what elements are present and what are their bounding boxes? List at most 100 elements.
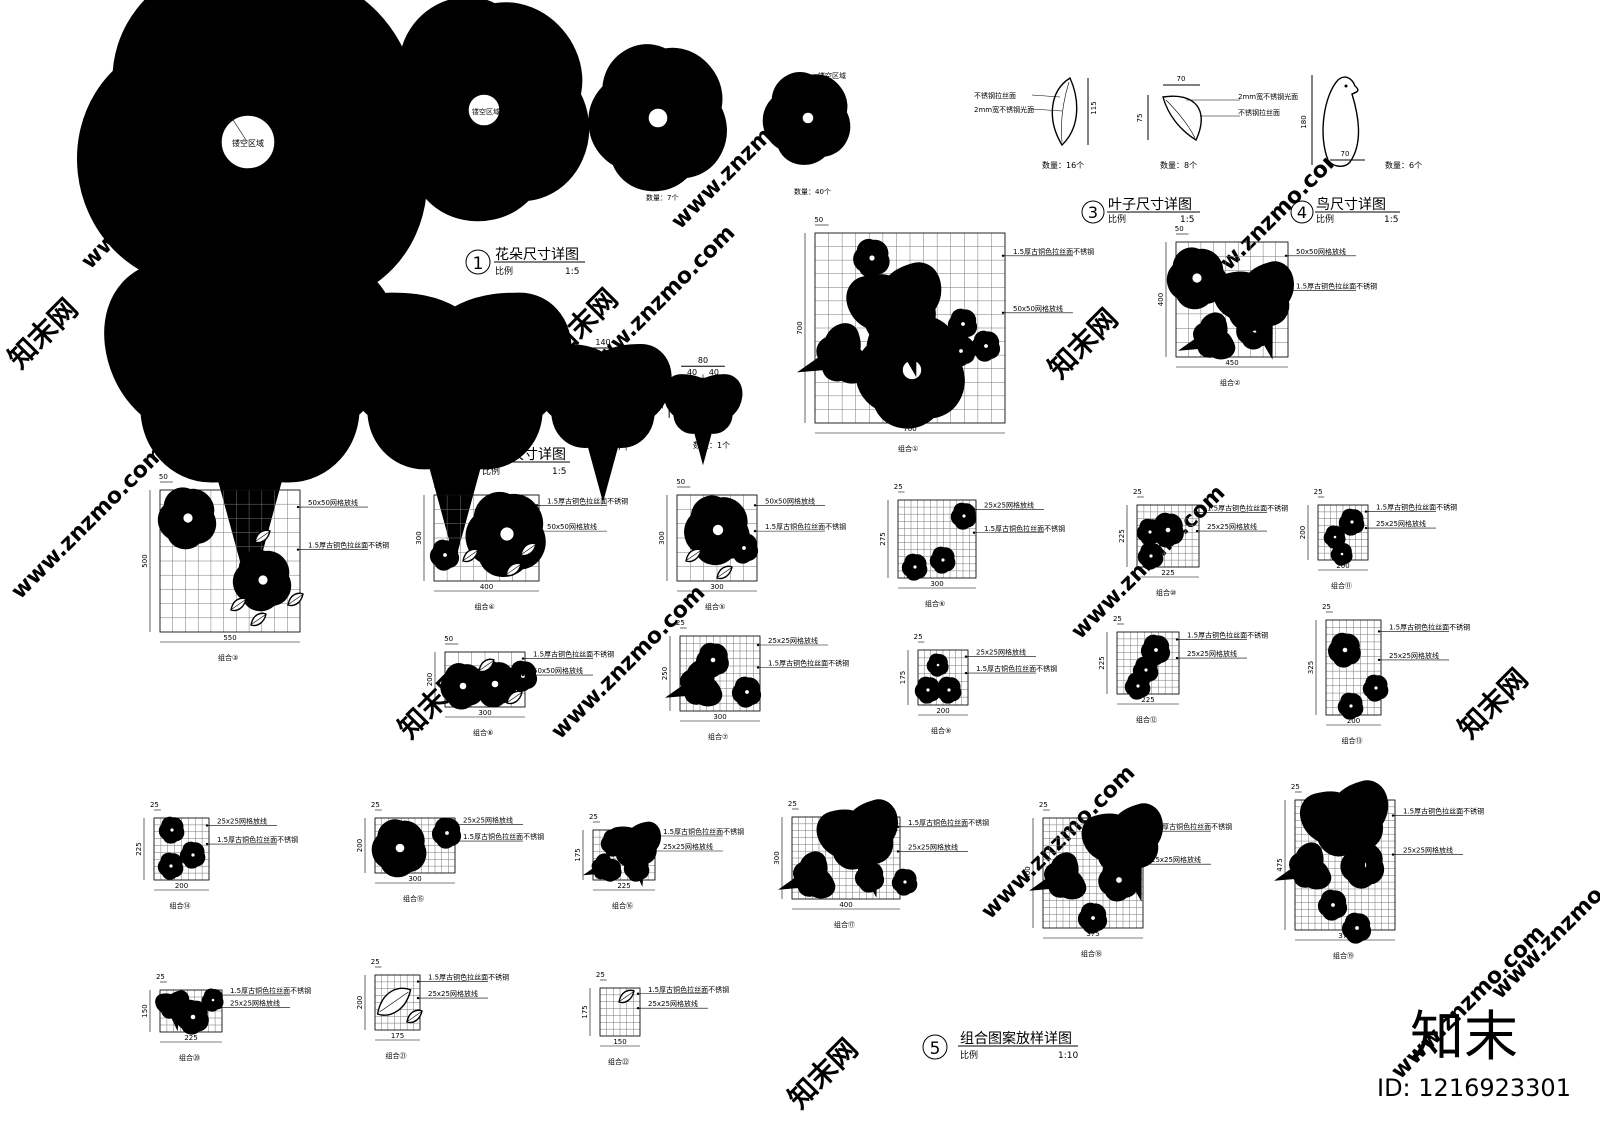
svg-text:1: 1 bbox=[473, 254, 484, 274]
grid-cell-dim: 50 bbox=[444, 635, 453, 643]
bird-qty: 数量：6个 bbox=[1385, 160, 1422, 170]
butterfly-half-dim: 70 bbox=[617, 350, 627, 359]
grid-cell-dim: 25 bbox=[371, 958, 380, 966]
butterfly-half-dim: 40 bbox=[687, 368, 697, 377]
cutout-label: 镂空区域 bbox=[472, 107, 500, 116]
grid-note: 25x25网格放线 bbox=[1376, 519, 1426, 528]
svg-text:1:5: 1:5 bbox=[565, 267, 579, 277]
grid-cell-dim: 50 bbox=[433, 478, 442, 486]
leaf-qty: 数量：8个 bbox=[1160, 160, 1197, 170]
combo-label: 组合⑳ bbox=[179, 1053, 200, 1062]
combo-label: 组合① bbox=[898, 444, 918, 453]
material-note: 25x25网格放线 bbox=[217, 816, 267, 825]
detail-title: 花朵尺寸详图 bbox=[495, 247, 579, 263]
material-note: 25x25网格放线 bbox=[463, 816, 513, 825]
flower-width-dim: 320 bbox=[247, 29, 262, 38]
combo-width-dim: 225 bbox=[617, 882, 630, 890]
combo-width-dim: 200 bbox=[175, 882, 188, 890]
svg-text:不锈钢拉丝面: 不锈钢拉丝面 bbox=[1238, 108, 1280, 117]
svg-text:1:5: 1:5 bbox=[1384, 215, 1398, 225]
combo-width-dim: 300 bbox=[930, 580, 943, 588]
grid-note: 25x25网格放线 bbox=[1187, 649, 1237, 658]
butterfly-motif bbox=[816, 799, 898, 898]
material-note: 1.5厚古铜色拉丝面不锈钢 bbox=[547, 496, 628, 505]
svg-text:2: 2 bbox=[461, 455, 472, 475]
combo-width-dim: 150 bbox=[613, 1038, 626, 1046]
butterfly-qty: 数量：6个 bbox=[445, 444, 482, 454]
combo-height-dim: 500 bbox=[141, 554, 149, 567]
combo-width-dim: 550 bbox=[223, 634, 236, 642]
grid-cell-dim: 25 bbox=[1133, 488, 1142, 496]
material-note: 25x25网格放线 bbox=[976, 648, 1026, 657]
leaf-shape bbox=[1051, 76, 1078, 147]
cutout-label: 镂空区域 bbox=[667, 63, 695, 72]
butterfly-motif bbox=[606, 821, 662, 887]
combo-width-dim: 450 bbox=[1225, 359, 1238, 367]
combo-height-dim: 325 bbox=[1307, 661, 1315, 674]
material-note: 1.5厚古铜色拉丝面不锈钢 bbox=[1151, 822, 1232, 831]
grid-note: 50x50网格放线 bbox=[1013, 304, 1063, 313]
cutout-label: 镂空区域 bbox=[232, 138, 264, 148]
svg-text:www.znzmo.com: www.znzmo.com bbox=[547, 580, 711, 744]
grid-note: 25x25网格放线 bbox=[1403, 846, 1453, 855]
grid-cell-dim: 25 bbox=[1113, 615, 1122, 623]
butterfly-shape bbox=[104, 261, 396, 598]
flower-qty: 数量：7个 bbox=[646, 193, 678, 202]
combo-label: 组合⑪ bbox=[1331, 581, 1352, 590]
butterfly-qty: 数量：7个 bbox=[593, 442, 630, 452]
svg-text:1:10: 1:10 bbox=[1058, 1051, 1078, 1061]
butterfly-motif bbox=[1178, 312, 1236, 360]
flower-320: 320 320 R50 镂空区域 数量：1个 bbox=[138, 29, 360, 268]
combo-height-dim: 700 bbox=[796, 321, 804, 334]
combo-width-dim: 300 bbox=[710, 583, 723, 591]
material-note: 50x50网格放线 bbox=[308, 498, 358, 507]
grid-cell-dim: 50 bbox=[159, 473, 168, 481]
bird-shape bbox=[1322, 76, 1360, 167]
grid-cell-dim: 25 bbox=[1039, 801, 1048, 809]
combo-label: 组合④ bbox=[475, 602, 495, 611]
butterfly-half-dim: 150 bbox=[283, 299, 298, 308]
combo-width-dim: 375 bbox=[1086, 930, 1099, 938]
combo-width-dim: 200 bbox=[1347, 717, 1360, 725]
butterfly-motif bbox=[778, 851, 836, 899]
combo-width-dim: 175 bbox=[391, 1032, 404, 1040]
combo-label: 组合⑬ bbox=[1342, 736, 1363, 745]
grid-note: 25x25网格放线 bbox=[230, 999, 280, 1008]
material-note: 50x50网格放线 bbox=[1296, 247, 1346, 256]
svg-text:3: 3 bbox=[1088, 203, 1098, 222]
butterfly-motif bbox=[1300, 780, 1389, 887]
svg-text:2mm宽不锈钢光面: 2mm宽不锈钢光面 bbox=[1238, 92, 1298, 101]
butterfly-shape bbox=[534, 343, 672, 503]
combo-label: 组合⑩ bbox=[1156, 588, 1176, 597]
combo-height-dim: 175 bbox=[574, 848, 582, 861]
combo-label: 组合⑤ bbox=[705, 602, 725, 611]
detail-number-circle bbox=[465, 249, 491, 275]
combination-grid-group: 507007001.5厚古铜色拉丝面不锈钢50x50网格放线组合①5045040… bbox=[135, 216, 1484, 1066]
grid-cell-dim: 50 bbox=[814, 216, 823, 224]
butterfly-half-dim: 40 bbox=[709, 368, 719, 377]
flower-qty: 数量：1个 bbox=[238, 248, 275, 258]
combo-width-dim: 300 bbox=[478, 709, 491, 717]
flower-width-dim: 200 bbox=[480, 169, 495, 178]
combo-width-dim: 225 bbox=[184, 1034, 197, 1042]
material-note: 25x25网格放线 bbox=[984, 500, 1034, 509]
svg-text:知末网: 知末网 bbox=[1452, 662, 1535, 745]
butterfly-motif bbox=[583, 853, 616, 881]
combo-width-dim: 225 bbox=[1161, 569, 1174, 577]
butterfly-shape bbox=[338, 292, 572, 562]
svg-text:4: 4 bbox=[1297, 203, 1307, 222]
butterfly-qty: 数量：1个 bbox=[693, 440, 730, 450]
combo-height-dim: 300 bbox=[415, 531, 423, 544]
combo-height-dim: 400 bbox=[1024, 866, 1032, 879]
